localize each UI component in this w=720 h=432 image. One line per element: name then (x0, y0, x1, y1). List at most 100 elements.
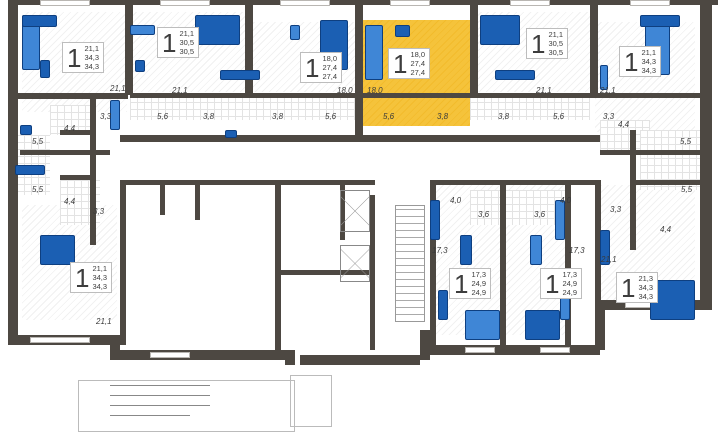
area-living: 17,3 (562, 270, 578, 279)
ramp-step (110, 405, 210, 406)
room-count: 1 (393, 48, 408, 79)
elevator-shaft (340, 245, 370, 282)
furniture (480, 15, 520, 45)
furniture (430, 200, 440, 240)
furniture (640, 15, 680, 27)
wall (595, 180, 601, 305)
room-count: 1 (545, 268, 560, 299)
wall (18, 93, 128, 99)
wall (300, 355, 420, 365)
wall (160, 180, 165, 215)
window (40, 0, 90, 6)
furniture (600, 65, 608, 90)
wall (420, 345, 600, 355)
area-total2: 34,3 (641, 66, 657, 75)
wall (630, 180, 700, 185)
wall (245, 0, 253, 95)
furniture (460, 235, 472, 265)
tiled-floor (470, 190, 565, 225)
wall (700, 0, 712, 310)
room-area-label: 21,1 (172, 86, 188, 95)
area-total2: 27,4 (322, 72, 338, 81)
elevator-shaft (340, 190, 370, 232)
wall (60, 130, 90, 135)
area-living: 21,1 (548, 30, 564, 39)
furniture (465, 310, 500, 340)
entrance-steps (290, 375, 332, 427)
wall (360, 93, 470, 98)
area-total: 34,3 (638, 283, 654, 292)
room-count: 1 (75, 262, 90, 293)
furniture (40, 60, 50, 78)
ramp-step (110, 395, 210, 396)
wall (130, 93, 360, 98)
room-count: 1 (624, 46, 639, 77)
furniture (40, 235, 75, 265)
wall (18, 0, 718, 5)
furniture (290, 25, 300, 40)
furniture (395, 25, 410, 37)
area-total2: 27,4 (410, 68, 426, 77)
wall (280, 270, 370, 275)
wall (120, 180, 375, 185)
wall (355, 0, 363, 140)
area-total: 27,4 (322, 63, 338, 72)
furniture (600, 230, 610, 265)
area-total: 30,5 (548, 39, 564, 48)
room-area-label: 5,5 (32, 185, 44, 194)
room-area-label: 3,6 (534, 210, 546, 219)
tiled-floor (470, 95, 590, 120)
wall (195, 180, 200, 220)
wall (60, 175, 90, 180)
furniture (110, 100, 120, 130)
staircase (395, 205, 425, 322)
window (150, 352, 190, 358)
furniture (195, 15, 240, 45)
room-area-label: 4,0 (450, 196, 462, 205)
furniture (225, 130, 237, 138)
room-count: 1 (67, 42, 82, 73)
window (390, 0, 430, 6)
wall (590, 0, 598, 95)
area-living: 21,3 (638, 274, 654, 283)
room-area-label: 17,3 (432, 246, 448, 255)
wall (118, 350, 293, 360)
room-area-label: 3,8 (272, 112, 284, 121)
room-count: 1 (621, 272, 636, 303)
room-area-label: 21,1 (96, 317, 112, 326)
room-area-label: 3,8 (203, 112, 215, 121)
room-area-label: 3,8 (498, 112, 510, 121)
room-area-label: 5,6 (553, 112, 565, 121)
room-count: 1 (454, 268, 469, 299)
room-area-label: 3,3 (93, 207, 105, 216)
room-count: 1 (531, 28, 546, 59)
window (465, 347, 495, 353)
furniture (555, 200, 565, 240)
area-total2: 34,3 (92, 282, 108, 291)
area-total: 34,3 (84, 53, 100, 62)
room-area-label: 4,4 (660, 225, 672, 234)
wall (500, 185, 506, 345)
room-area-label: 3,8 (437, 112, 449, 121)
wall (285, 350, 295, 365)
room-area-label: 3,6 (478, 210, 490, 219)
room-area-label: 4,4 (64, 124, 76, 133)
wall (430, 180, 436, 345)
ramp-step (110, 385, 210, 386)
room-area-label: 3,3 (603, 112, 615, 121)
area-living: 17,3 (471, 270, 487, 279)
area-total2: 30,5 (179, 47, 195, 56)
furniture (525, 310, 560, 340)
